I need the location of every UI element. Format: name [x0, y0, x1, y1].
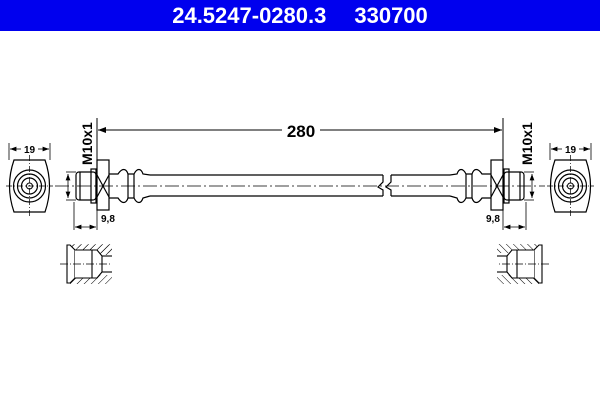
left-offset-dimension: 9,8 — [73, 202, 115, 230]
left-thread-dimension: M10x1 — [65, 122, 95, 201]
left-wrench-label: 19 — [24, 145, 36, 156]
left-fitting — [75, 159, 151, 211]
left-offset-label: 9,8 — [101, 214, 115, 225]
right-fitting — [449, 159, 535, 230]
right-thread-label: M10x1 — [519, 122, 535, 165]
right-offset-label: 9,8 — [486, 214, 500, 225]
right-port-section — [497, 244, 549, 284]
reference-number: 330700 — [354, 2, 428, 28]
left-end-view: 19 — [6, 143, 53, 217]
right-end-view: 19 — [547, 143, 594, 217]
length-dimension: 280 — [96, 118, 504, 160]
length-label: 280 — [287, 122, 315, 141]
hose-body — [150, 174, 450, 197]
left-thread-label: M10x1 — [79, 122, 95, 165]
right-wrench-label: 19 — [565, 145, 577, 156]
left-port-section — [60, 244, 112, 284]
title-banner: 24.5247-0280.3 330700 — [0, 0, 600, 31]
part-number: 24.5247-0280.3 — [172, 2, 327, 28]
